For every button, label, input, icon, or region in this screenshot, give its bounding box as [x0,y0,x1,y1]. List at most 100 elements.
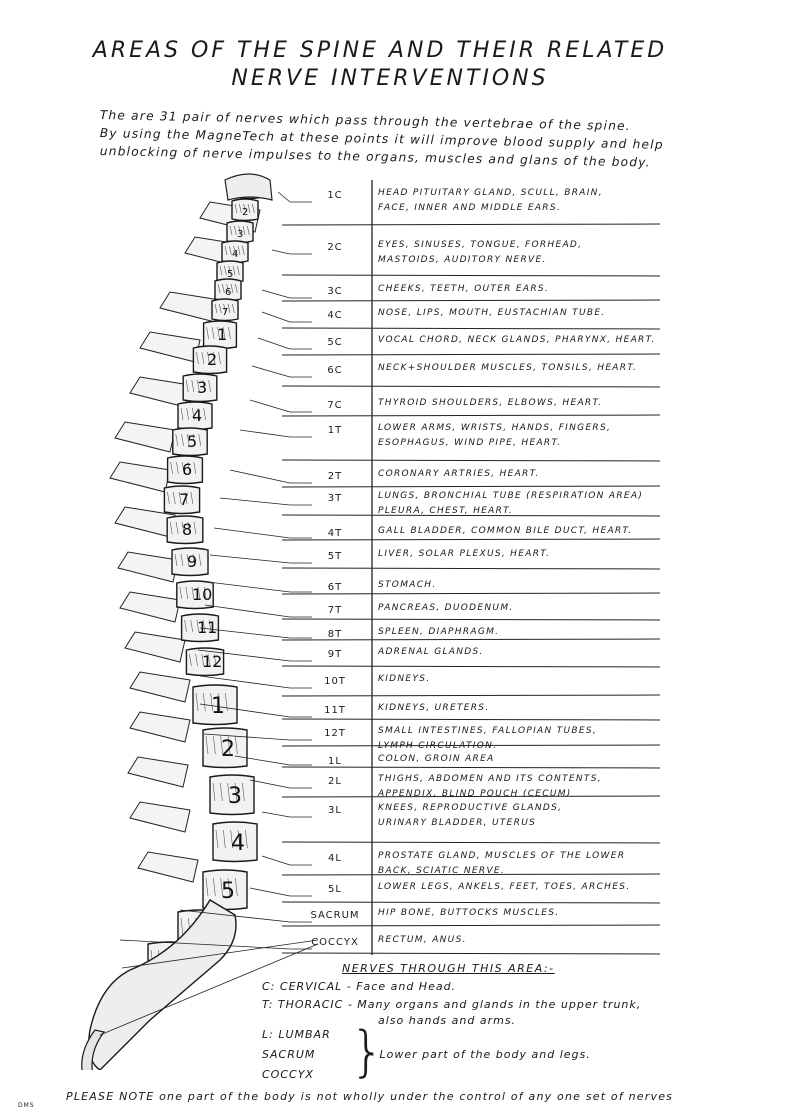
vertebra-shading [210,692,213,712]
row-rule [281,718,661,721]
vertebra-shading [224,265,227,276]
lumbar-text: L: LUMBAR [262,1028,331,1041]
author-initials: DMS [18,1102,35,1109]
vertebra-shading [218,351,221,365]
row-rule [281,223,661,226]
row-description: Coronary artries, heart. [378,469,540,479]
row-code: 4C [327,310,343,321]
leader-line [204,604,291,618]
vertebra-shading [208,619,212,633]
row-description: Kidneys. [378,674,431,684]
spine-illustration: 12345671234567891011121234512 [81,173,273,1070]
vertebra-label: 11 [197,618,217,637]
vertebra-shading [191,379,195,393]
row-rule [281,901,661,904]
row-description: Head pituitary gland, scull, brain, face… [378,188,603,213]
vertebra-shading [193,521,197,535]
leader-line [277,191,291,203]
row-description: Stomach. [378,580,437,590]
vertebra-shading [201,653,205,667]
row-code: 5L [328,884,342,895]
vertebra-shading [203,692,206,712]
vertebra-shading [212,351,216,365]
row-rule [281,795,661,798]
vertebra-label: 6 [182,460,192,479]
coccyx-text: COCCYX [262,1068,314,1081]
leader-line [213,527,291,539]
leader-line [251,365,291,378]
row-code: 3C [327,286,343,297]
row-description: Small intestines, fallopian tubes, lymph… [378,726,598,751]
vertebra-shading [207,351,210,365]
vertebra-shading [230,283,234,294]
row-code: COCCYX [311,937,359,948]
vertebra-shading [237,829,241,849]
vertebra-label: 4 [232,249,238,260]
row-description: Liver, solar plexus, heart. [378,549,551,559]
vertebra-label: 12 [202,652,222,671]
vertebra-label: 2 [207,350,217,369]
row-description: Thyroid shoulders, elbows, heart. [378,398,603,408]
vertebra-shading [247,225,250,236]
spinous-process [114,421,176,453]
vertebra-label: 5 [187,432,197,451]
vertebra-shading [224,245,228,256]
vertebra-label: 6 [225,287,231,298]
vertebra-shading [219,303,222,314]
vertebra-shading [186,407,189,421]
vertebra-shading [235,735,238,755]
vertebra-shading [219,265,223,276]
row-rule [281,592,661,595]
spinous-process [129,801,191,833]
vertebra-shading [235,283,238,294]
vertebra-label: 9 [187,552,197,571]
row-description: Knees, reproductive glands, urinary blad… [378,803,563,828]
row-rule [281,299,661,302]
cervical-text: C: CERVICAL - Face and Head. [262,980,457,993]
vertebra-shading [247,203,251,214]
vertebra-label: 4 [231,831,245,856]
vertebra-shading [242,245,245,256]
row-code: 11T [324,705,346,716]
vertebra-shading [197,586,201,600]
vertebra-shading [207,653,211,667]
row-code: 7C [327,400,343,411]
thoracic-text-2: also hands and arms. [378,1014,517,1027]
vertebra-label: 4 [192,406,202,425]
vertebra-shading [208,379,211,393]
leader-line [249,887,291,897]
coccyx-shape [81,1029,106,1070]
vertebra-shading [175,433,179,447]
spinous-process [137,851,199,883]
vertebra-shading [193,461,197,475]
vertebra-shading [190,491,194,505]
vertebra-body [182,373,218,403]
vertebra-shading [187,461,191,475]
vertebra-label: 10 [192,585,212,604]
vertebra-shading [234,203,238,214]
vertebra-shading [228,265,231,276]
leader-line [179,909,291,923]
row-code: SACRUM [310,910,360,921]
row-code: 1C [327,190,343,201]
spinous-process [124,631,186,663]
row-code: 3L [328,805,342,816]
vertebra-shading [185,379,189,393]
row-description: Cheeks, teeth, outer ears. [378,284,550,294]
row-description: Prostate gland, muscles of the lower bac… [378,851,626,876]
vertebra-shading [215,829,219,849]
vertebra-shading [222,326,226,340]
vertebra-shading [192,433,196,447]
row-rule [281,841,661,844]
row-code: 5C [327,337,343,348]
row-code: 6C [327,365,343,376]
row-rule [281,873,661,876]
row-code: 4T [327,528,343,539]
row-code: 1L [328,756,342,767]
vertebra-shading [190,619,194,633]
spinous-process [127,756,189,788]
row-rule [281,766,661,769]
vertebra-shading [202,619,206,633]
vertebra-shading [223,829,226,849]
